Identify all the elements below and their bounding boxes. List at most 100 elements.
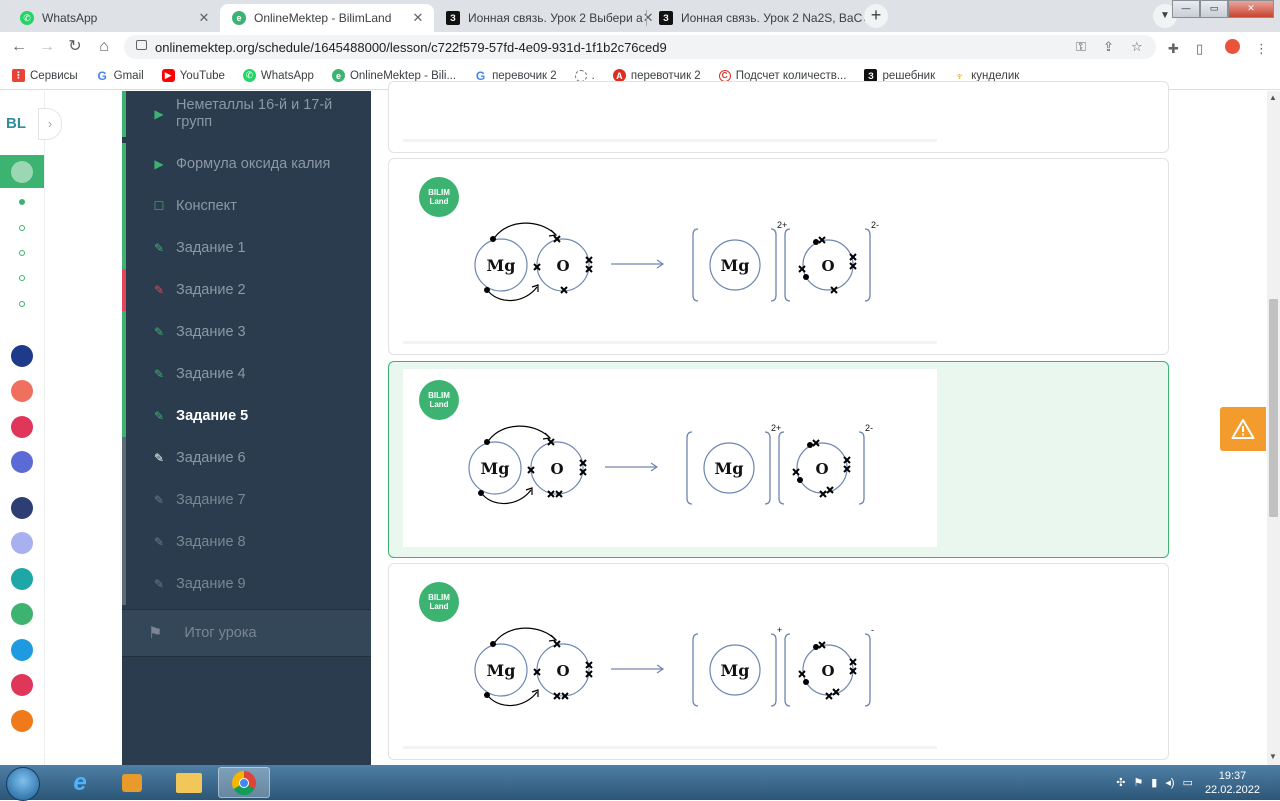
sidebar-item-label: Задание 1 [176, 240, 246, 256]
flag-icon[interactable]: ⚑ [1133, 777, 1144, 789]
sidebar-item-potassium-oxide[interactable]: ▶ Формула оксида калия [122, 143, 371, 185]
new-tab-button[interactable]: + [864, 4, 888, 28]
sidebar-item-nonmetals[interactable]: ▶ Неметаллы 16-й и 17-й групп [122, 91, 371, 137]
progress-bar-indicator [122, 185, 126, 227]
profile-avatar[interactable] [1225, 39, 1240, 54]
arrow-head [650, 462, 659, 472]
electron-cross [818, 236, 826, 244]
rail-step-dot[interactable] [19, 199, 25, 205]
page-scrollbar[interactable]: ▲ ▼ [1267, 91, 1280, 765]
sidebar-item-task-8[interactable]: ✎ Задание 8 [122, 521, 371, 563]
bookmark-services[interactable]: ⋮Сервисы [12, 69, 78, 82]
start-button[interactable] [6, 767, 40, 801]
reload-button[interactable]: ↻ [64, 36, 86, 58]
sidebar-item-task-9[interactable]: ✎ Задание 9 [122, 563, 371, 605]
checklist-app-icon[interactable] [11, 639, 33, 661]
close-icon[interactable]: ✕ [642, 10, 654, 25]
rail-step-dot[interactable] [19, 225, 25, 231]
bookmark-kundelik[interactable]: ♆кунделик [953, 69, 1019, 83]
bilimland-logo[interactable]: BL [6, 115, 26, 132]
scroll-down-icon[interactable]: ▼ [1269, 752, 1277, 761]
taskbar-ie[interactable]: e [54, 767, 106, 798]
rail-item-onlinemektep[interactable] [0, 155, 44, 188]
mektep-app-icon[interactable] [11, 710, 33, 732]
bilim-app-icon[interactable] [11, 568, 33, 590]
electron-cross [579, 468, 587, 476]
menu-dots-icon[interactable]: ⋮ [1255, 41, 1268, 56]
progress-bar-indicator [122, 143, 126, 185]
bilim-app-icon[interactable] [11, 451, 33, 473]
bracket-right [864, 228, 871, 302]
bilim-app-icon[interactable] [11, 532, 33, 554]
smart-app-icon[interactable] [11, 497, 33, 519]
rail-step-dot[interactable] [19, 301, 25, 307]
bilimland-badge-icon: BILIM Land [419, 582, 459, 622]
maximize-button[interactable]: ▭ [1200, 0, 1228, 18]
edit-icon: ✎ [153, 283, 165, 297]
taskbar-media-player[interactable] [106, 767, 158, 798]
scroll-thumb[interactable] [1269, 299, 1278, 517]
sidebar-item-task-7[interactable]: ✎ Задание 7 [122, 479, 371, 521]
taskbar-chrome[interactable] [218, 767, 270, 798]
network-icon[interactable]: ▮ [1151, 777, 1158, 789]
sidebar-item-task-3[interactable]: ✎ Задание 3 [122, 311, 371, 353]
bookmark-dot[interactable]: . [574, 69, 595, 82]
key-icon[interactable]: ⚿ [1076, 39, 1086, 54]
bilim-app-icon[interactable] [11, 380, 33, 402]
rail-expand-button[interactable]: › [38, 108, 62, 140]
tray-app-icon[interactable]: ✣ [1116, 777, 1126, 789]
sidebar-item-task-1[interactable]: ✎ Задание 1 [122, 227, 371, 269]
star-icon[interactable]: ☆ [1131, 39, 1143, 54]
report-problem-button[interactable] [1220, 407, 1266, 451]
bilimland-app-icon[interactable] [11, 603, 33, 625]
close-icon[interactable]: ✕ [198, 10, 210, 25]
bookmark-youtube[interactable]: ▶YouTube [161, 69, 225, 82]
bookmark-whatsapp[interactable]: ✆WhatsApp [242, 69, 314, 82]
tab-ionic-bond-2[interactable]: З Ионная связь. Урок 2 Na2S, BaC ✕ [647, 4, 873, 32]
taskbar-explorer[interactable] [163, 767, 215, 798]
tab-whatsapp[interactable]: ✆ WhatsApp ✕ [8, 4, 220, 32]
tab-ionic-bond-1[interactable]: З Ионная связь. Урок 2 Выбери а ✕ [434, 4, 654, 32]
sidebar-item-lesson-summary[interactable]: ⚑ Итог урока [122, 609, 371, 657]
clock[interactable]: 19:37 22.02.2022 [1205, 769, 1260, 797]
back-button[interactable]: ← [8, 36, 30, 58]
bilim-app-icon[interactable] [11, 416, 33, 438]
rail-step-dot[interactable] [19, 250, 25, 256]
extensions-icon[interactable]: ✚ [1168, 41, 1179, 56]
sidebar-item-task-5[interactable]: ✎ Задание 5 [122, 395, 371, 437]
metal-symbol: Mg [721, 256, 750, 275]
sidebar-item-task-4[interactable]: ✎ Задание 4 [122, 353, 371, 395]
minimize-button[interactable]: — [1172, 0, 1200, 18]
close-window-button[interactable]: ✕ [1228, 0, 1274, 18]
close-icon[interactable]: ✕ [412, 10, 424, 25]
tulip-app-icon[interactable] [11, 674, 33, 696]
sidebar-item-task-2[interactable]: ✎ Задание 2 [122, 269, 371, 311]
sidebar-item-task-6[interactable]: ✎ Задание 6 [122, 437, 371, 479]
electron-dot [484, 439, 490, 445]
display-icon[interactable]: ▭ [1182, 777, 1193, 789]
share-icon[interactable]: ⇪ [1103, 39, 1114, 54]
scroll-up-icon[interactable]: ▲ [1269, 93, 1277, 102]
address-bar[interactable]: onlinemektep.org/schedule/1645488000/les… [124, 35, 1156, 59]
forward-button[interactable]: → [36, 36, 58, 58]
volume-icon[interactable]: ◂) [1165, 777, 1175, 789]
url-text[interactable]: onlinemektep.org/schedule/1645488000/les… [155, 40, 667, 55]
side-panel-icon[interactable]: ▯ [1196, 41, 1204, 56]
answer-option-previous[interactable] [388, 81, 1169, 153]
sidebar-item-konspekt[interactable]: ☐ Конспект [122, 185, 371, 227]
edit-icon: ✎ [153, 577, 165, 591]
rail-step-dot[interactable] [19, 275, 25, 281]
electron-cross [798, 670, 806, 678]
bilim-app-icon[interactable] [11, 345, 33, 367]
tab-onlinemektep[interactable]: e OnlineMektep - BilimLand ✕ [220, 4, 434, 32]
home-button[interactable]: ⌂ [93, 36, 115, 58]
